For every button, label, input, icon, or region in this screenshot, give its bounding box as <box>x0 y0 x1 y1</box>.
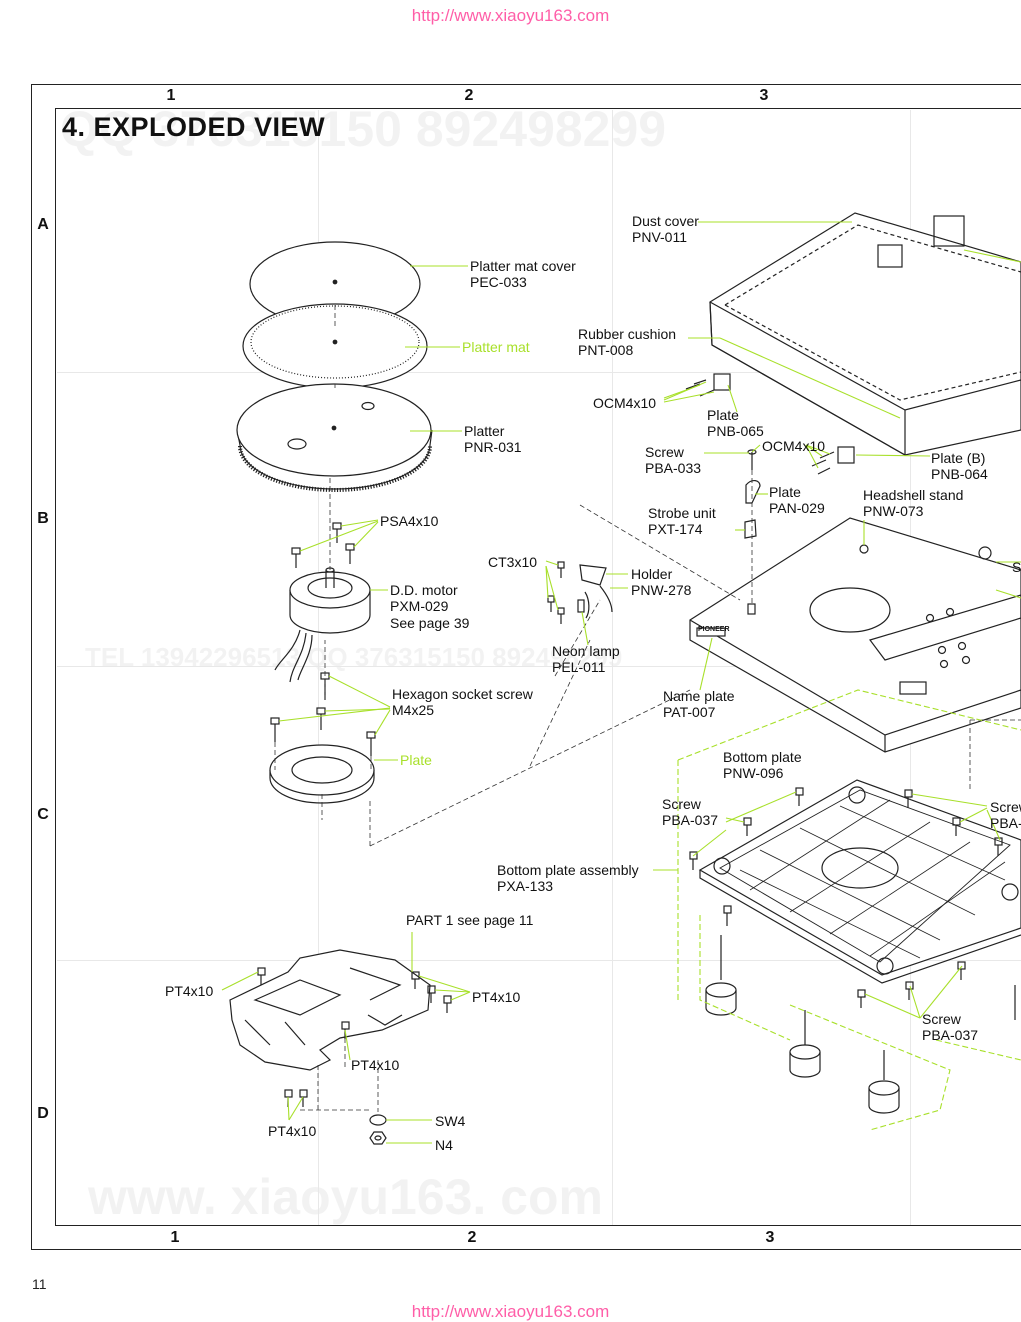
grid-line <box>612 110 613 1225</box>
label-pt-1: PT4x10 <box>165 983 214 999</box>
watermark-tel: TEL 13942296513 QQ 376315150 892498299 <box>85 642 623 672</box>
page-title: 4. EXPLODED VIEW <box>62 112 326 142</box>
label-dust-cover: Dust cover <box>632 213 699 229</box>
psa-screws <box>291 522 355 568</box>
column-number: 1 <box>170 1229 180 1246</box>
label-hex-screw: Hexagon socket screw <box>392 686 533 702</box>
label-plate-green: Plate <box>400 752 432 768</box>
label-dust-cover-pn: PNV-011 <box>632 229 687 245</box>
label-bottom-assembly-pn: PXA-133 <box>497 878 554 894</box>
label-see-page-39: See page 39 <box>390 615 470 631</box>
label-screw-033: Screw <box>645 444 684 460</box>
label-plate-b-pn: PNB-064 <box>931 466 988 482</box>
label-ocm-2: OCM4x10 <box>762 438 826 454</box>
label-bottom-plate: Bottom plate <box>723 749 802 765</box>
label-neon-lamp-pn: PEL-011 <box>552 659 606 675</box>
bottom-plate-part <box>698 779 1021 984</box>
label-ct: CT3x10 <box>488 554 538 570</box>
label-screw-037b-pn: PBA-037 <box>922 1027 979 1043</box>
label-pt-3: PT4x10 <box>351 1057 400 1073</box>
label-platter-pn: PNR-031 <box>464 439 522 455</box>
label-screw-037a-pn: PBA-037 <box>662 812 719 828</box>
label-dd-motor: D.D. motor <box>390 582 458 598</box>
grid-line <box>318 110 319 1225</box>
label-part1: PART 1 see page 11 <box>406 912 534 928</box>
label-name-plate: Name plate <box>663 688 735 704</box>
label-platter: Platter <box>464 423 505 439</box>
insulator-feet <box>705 935 1016 1114</box>
label-sw4: SW4 <box>435 1113 466 1129</box>
watermark-qq: QQ 376315150 892498299 <box>60 101 667 157</box>
ocm-screws <box>685 379 835 475</box>
row-letter: C <box>37 806 49 823</box>
label-headshell-stand-pn: PNW-073 <box>863 503 924 519</box>
holder-neon-part <box>547 561 613 624</box>
column-number: 3 <box>765 1229 775 1246</box>
label-platter-mat-cover: Platter mat cover <box>470 258 576 274</box>
platter-mat-part <box>242 303 428 389</box>
label-bottom-assembly: Bottom plate assembly <box>497 862 639 878</box>
turntable-base-part <box>689 517 1021 753</box>
label-screw-037a: Screw <box>662 796 701 812</box>
grid-line <box>57 666 1021 667</box>
inner-frame <box>55 108 1021 1226</box>
label-pt-2: PT4x10 <box>472 989 521 1005</box>
label-rubber-cushion-pn: PNT-008 <box>578 342 634 358</box>
label-screw-right: Screw <box>990 799 1021 815</box>
row-letter: D <box>37 1105 49 1122</box>
bottom-screws <box>689 787 1003 1008</box>
label-headshell-stand: Headshell stand <box>863 487 964 503</box>
label-screw-037b: Screw <box>922 1011 961 1027</box>
label-holder-pn: PNW-278 <box>631 582 692 598</box>
row-letter: B <box>37 510 49 527</box>
label-holder: Holder <box>631 566 673 582</box>
outer-frame <box>31 84 1021 1250</box>
label-strobe-unit-pn: PXT-174 <box>648 521 703 537</box>
label-plate-b: Plate (B) <box>931 450 986 466</box>
label-s-partial: S <box>1012 559 1021 575</box>
washer-nut <box>369 1114 387 1145</box>
label-plate-029-pn: PAN-029 <box>769 500 825 516</box>
watermark-site: www. xiaoyu163. com <box>88 1169 604 1225</box>
dd-motor-part <box>274 567 371 683</box>
label-platter-mat-cover-pn: PEC-033 <box>470 274 527 290</box>
row-letter: A <box>37 216 49 233</box>
label-hex-screw-pn: M4x25 <box>392 702 435 718</box>
label-platter-mat: Platter mat <box>462 339 530 355</box>
hex-screws <box>270 672 376 756</box>
watermark-url-bottom[interactable]: http://www.xiaoyu163.com <box>411 1302 610 1321</box>
watermark-url-top[interactable]: http://www.xiaoyu163.com <box>411 6 610 25</box>
label-screw-033-pn: PBA-033 <box>645 460 702 476</box>
label-plate-029: Plate <box>769 484 801 500</box>
part1-chassis <box>229 949 452 1107</box>
grid-line <box>57 372 1021 373</box>
label-screw-right-pn: PBA- <box>990 815 1021 831</box>
grid-line <box>57 960 1021 961</box>
label-psa: PSA4x10 <box>380 513 439 529</box>
page-number: 11 <box>32 1276 47 1292</box>
column-number: 3 <box>759 87 769 104</box>
label-name-plate-pn: PAT-007 <box>663 704 716 720</box>
column-number: 2 <box>467 1229 477 1246</box>
platter-part <box>236 383 433 492</box>
label-ocm-1: OCM4x10 <box>593 395 657 411</box>
label-plate-065-pn: PNB-065 <box>707 423 764 439</box>
label-plate-065: Plate <box>707 407 739 423</box>
label-dd-motor-pn: PXM-029 <box>390 598 449 614</box>
label-n4: N4 <box>435 1137 453 1153</box>
label-bottom-plate-pn: PNW-096 <box>723 765 784 781</box>
label-strobe-unit: Strobe unit <box>648 505 716 521</box>
label-rubber-cushion: Rubber cushion <box>578 326 677 342</box>
column-number: 2 <box>464 87 474 104</box>
label-pt-4: PT4x10 <box>268 1123 317 1139</box>
dust-cover-part <box>709 212 1021 456</box>
nameplate-brand: PIONEER <box>698 626 730 633</box>
label-neon-lamp: Neon lamp <box>552 643 620 659</box>
column-number: 1 <box>166 87 176 104</box>
